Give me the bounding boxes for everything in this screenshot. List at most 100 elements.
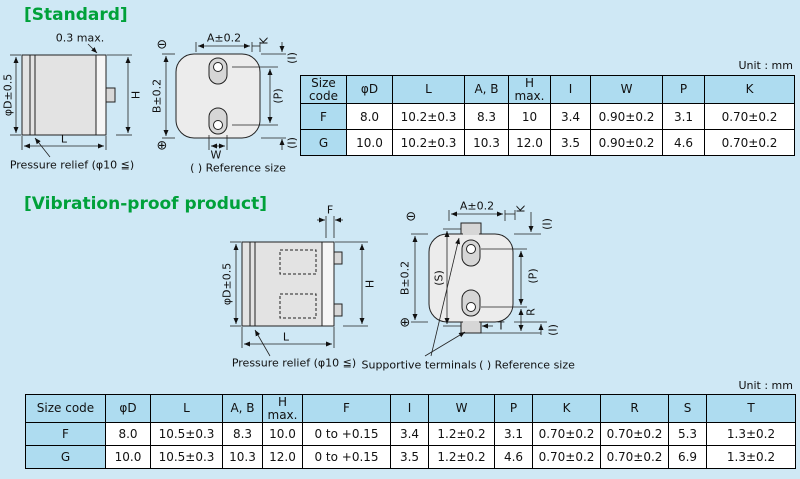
column-header: R <box>600 394 669 423</box>
dim-t-label: T <box>497 319 505 333</box>
value-cell: 0.70±0.2 <box>600 445 669 469</box>
dim-diameter-label: φD±0.5 <box>220 262 234 306</box>
column-header: L <box>150 394 223 423</box>
dimension-lines <box>230 216 368 357</box>
dim-length-label: L <box>60 132 68 146</box>
dim-b-label: B±0.2 <box>398 260 412 296</box>
value-cell: 3.4 <box>390 422 429 446</box>
dim-k-label: K <box>514 205 528 213</box>
dim-height-label: H <box>363 279 377 289</box>
dim-p-label: (P) <box>526 268 540 284</box>
dim-k-label: K <box>257 37 271 45</box>
size-code-cell: F <box>25 422 106 446</box>
seat-outline <box>175 53 261 139</box>
seat-plate <box>95 54 107 136</box>
column-header: K <box>704 75 795 104</box>
base-outline-shape <box>175 53 261 139</box>
column-header: I <box>390 394 429 423</box>
dim-i-top-label: (I) <box>285 52 299 64</box>
vibration-section-title: [Vibration-proof product] <box>24 194 267 214</box>
dim-height-label: H <box>129 90 143 100</box>
value-cell: 3.5 <box>550 129 591 156</box>
value-cell: 10.2±0.3 <box>392 129 465 156</box>
vibration-bottom-view-svg <box>411 210 547 357</box>
standard-side-view: 0.3 max. φD±0.5 H L Pressure relief (φ10… <box>1 30 156 178</box>
column-header: S <box>668 394 707 423</box>
seat-plate <box>321 241 335 327</box>
pressure-relief-label: Pressure relief (φ10 ≦) <box>231 356 357 370</box>
value-cell: 10 <box>508 103 551 130</box>
size-code-cell: G <box>25 445 106 469</box>
terminal-hole-top <box>466 244 476 254</box>
column-header: H max. <box>262 394 303 423</box>
column-header: K <box>532 394 601 423</box>
value-cell: 6.9 <box>668 445 707 469</box>
value-cell: 10.3 <box>222 445 263 469</box>
value-cell: 5.3 <box>668 422 707 446</box>
standard-section-title: [Standard] <box>24 5 128 25</box>
value-cell: 0 to +0.15 <box>302 422 391 446</box>
value-cell: 10.2±0.3 <box>392 103 465 130</box>
column-header: T <box>706 394 796 423</box>
base-outline-shape <box>428 222 514 334</box>
column-header: H max. <box>508 75 551 104</box>
value-cell: 0.70±0.2 <box>532 422 601 446</box>
column-header: A, B <box>464 75 509 104</box>
column-header: P <box>494 394 533 423</box>
value-cell: 0.70±0.2 <box>704 103 795 130</box>
column-header: W <box>590 75 663 104</box>
value-cell: 10.5±0.3 <box>150 445 223 469</box>
vibration-side-view: F φD±0.5 H L Pressure relief (φ10 ≦) <box>220 205 380 374</box>
value-cell: 8.0 <box>346 103 393 130</box>
value-cell: 0.70±0.2 <box>600 422 669 446</box>
dim-a-label: A±0.2 <box>206 31 242 45</box>
column-header: Size code <box>300 75 347 104</box>
capacitor-can <box>241 241 323 327</box>
column-header: W <box>428 394 495 423</box>
hidden-bracket-bottom <box>279 293 317 319</box>
column-header: φD <box>105 394 151 423</box>
unit-label-standard: Unit : mm <box>738 59 793 72</box>
clip-top <box>333 251 343 265</box>
pressure-relief-label: Pressure relief (φ10 ≦) <box>9 158 135 172</box>
value-cell: 8.3 <box>464 103 509 130</box>
value-cell: 1.2±0.2 <box>428 445 495 469</box>
column-header: φD <box>346 75 393 104</box>
value-cell: 3.4 <box>550 103 591 130</box>
value-cell: 8.0 <box>105 422 151 446</box>
value-cell: 1.2±0.2 <box>428 422 495 446</box>
value-cell: 4.6 <box>662 129 705 156</box>
terminal-stub <box>105 87 116 103</box>
column-header: L <box>392 75 465 104</box>
vibration-bottom-view: A±0.2 K (I) ⊖ B±0.2 (S) (P) R T (I) ⊕ Su… <box>362 199 575 376</box>
dim-length-label: L <box>282 330 290 344</box>
dimension-lines <box>10 43 132 158</box>
size-code-cell: G <box>300 129 347 156</box>
capacitor-body-shape <box>241 241 343 327</box>
dim-a-label: A±0.2 <box>459 199 495 213</box>
dim-p-label: (P) <box>271 88 285 104</box>
capacitor-can <box>21 54 97 136</box>
unit-label-vibration: Unit : mm <box>738 379 793 392</box>
value-cell: 4.6 <box>494 445 533 469</box>
clip-bottom <box>333 303 343 317</box>
dimension-lines <box>411 210 547 357</box>
value-cell: 3.5 <box>390 445 429 469</box>
reference-size-note: ( ) Reference size <box>190 161 286 175</box>
value-cell: 8.3 <box>222 422 263 446</box>
dim-diameter-label: φD±0.5 <box>1 73 15 117</box>
column-header: A, B <box>222 394 263 423</box>
vibration-side-view-svg <box>230 216 368 357</box>
reference-size-note: ( ) Reference size <box>479 358 575 372</box>
standard-bottom-view: A±0.2 K (I) ⊖ B±0.2 ⊕ (P) (I) W ( ) Refe… <box>151 31 300 184</box>
value-cell: 0.90±0.2 <box>590 103 663 130</box>
column-header: F <box>302 394 391 423</box>
negative-polarity-mark: ⊖ <box>156 37 168 53</box>
terminal-hole-bottom <box>466 302 476 312</box>
terminal-hole-top <box>213 62 223 72</box>
value-cell: 10.0 <box>262 422 303 446</box>
